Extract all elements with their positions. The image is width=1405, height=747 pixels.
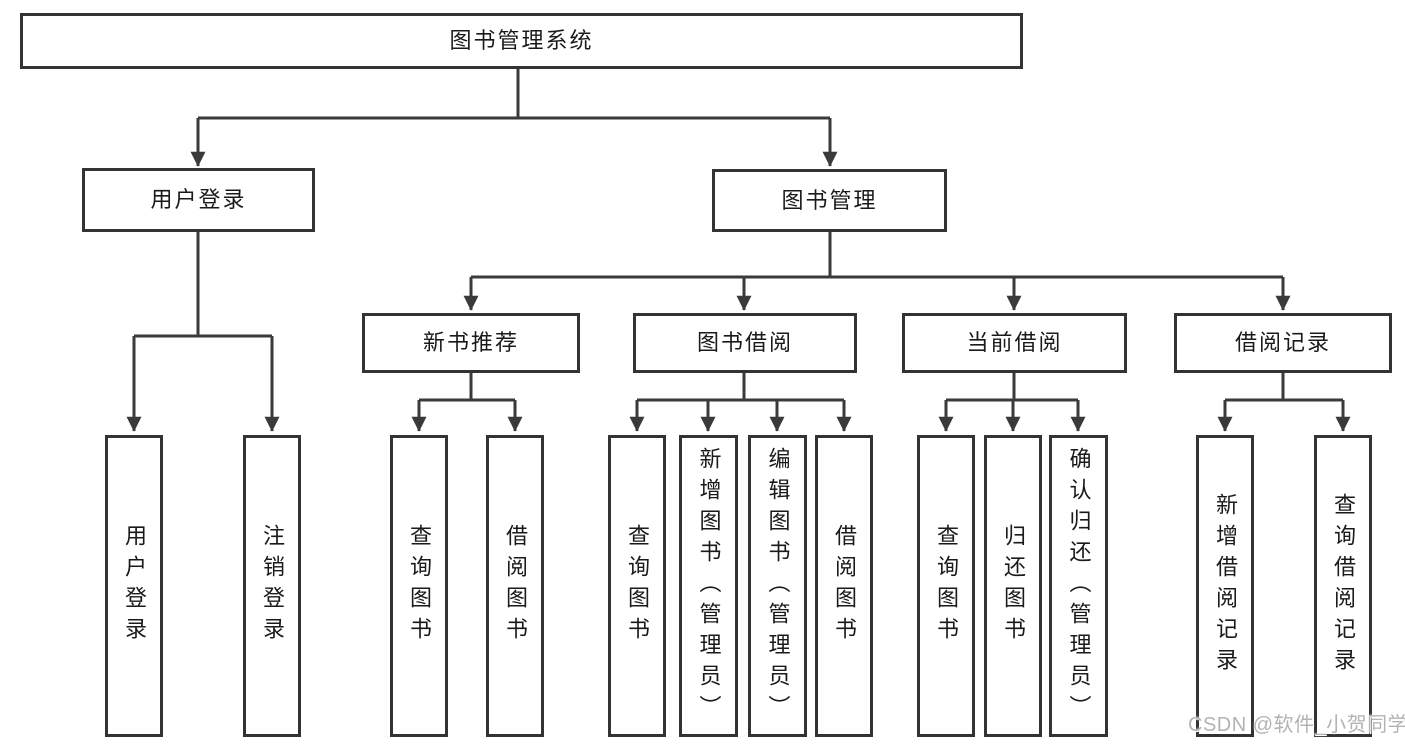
node-label: 用户登录	[150, 187, 247, 212]
node-label: 查询借阅记录	[1331, 493, 1356, 679]
node-borrowing-records: 借阅记录	[1174, 313, 1392, 373]
node-user-login-leaf: 用户登录	[105, 435, 163, 737]
node-query-books-recommend: 查询图书	[390, 435, 448, 737]
node-label: 查询图书	[407, 524, 432, 648]
node-query-books-borrow: 查询图书	[608, 435, 666, 737]
connector-user-login-children	[126, 232, 280, 432]
node-label: 图书管理系统	[449, 28, 594, 53]
node-label: 图书管理	[781, 187, 878, 213]
node-label: 新增图书（管理员）	[696, 446, 722, 726]
node-label: 归还图书	[1001, 524, 1026, 648]
connector-borrowing-records-children	[1217, 373, 1351, 432]
node-label: 注销登录	[260, 524, 285, 648]
connector-current-borrowing-children	[938, 373, 1086, 432]
watermark: CSDN @软件_小贺同学	[1188, 714, 1405, 736]
node-label: 新书推荐	[422, 330, 519, 355]
node-label: 查询图书	[934, 524, 959, 648]
connector-new-book-recommend-children	[411, 373, 523, 432]
node-logout: 注销登录	[243, 435, 301, 737]
node-book-management: 图书管理	[712, 169, 947, 232]
connector-root-to-level2	[190, 69, 838, 167]
node-return-books: 归还图书	[984, 435, 1042, 737]
node-query-books-current: 查询图书	[917, 435, 975, 737]
node-user-login: 用户登录	[82, 168, 315, 232]
node-label: 查询图书	[625, 524, 650, 648]
node-book-borrowing: 图书借阅	[633, 313, 857, 373]
node-current-borrowing: 当前借阅	[902, 313, 1127, 373]
node-edit-books-admin: 编辑图书（管理员）	[748, 435, 807, 737]
node-label: 新增借阅记录	[1213, 493, 1238, 679]
node-borrow-books: 借阅图书	[815, 435, 873, 737]
node-label: 借阅记录	[1234, 330, 1331, 355]
node-label: 当前借阅	[966, 330, 1063, 355]
node-label: 确认归还（管理员）	[1066, 446, 1092, 726]
node-label: 借阅图书	[503, 524, 528, 648]
connector-book-management-children	[463, 232, 1291, 311]
node-confirm-return-admin: 确认归还（管理员）	[1049, 435, 1108, 737]
node-add-books-admin: 新增图书（管理员）	[679, 435, 738, 737]
node-label: 编辑图书（管理员）	[765, 446, 791, 726]
node-label: 图书借阅	[696, 330, 793, 355]
node-label: 用户登录	[122, 524, 147, 648]
node-add-borrow-record: 新增借阅记录	[1196, 435, 1254, 737]
node-label: 借阅图书	[832, 524, 857, 648]
node-query-borrow-record: 查询借阅记录	[1314, 435, 1372, 737]
node-borrow-books-recommend: 借阅图书	[486, 435, 544, 737]
connector-book-borrowing-children	[629, 373, 852, 432]
node-book-management-system: 图书管理系统	[20, 13, 1023, 69]
node-new-book-recommend: 新书推荐	[362, 313, 580, 373]
